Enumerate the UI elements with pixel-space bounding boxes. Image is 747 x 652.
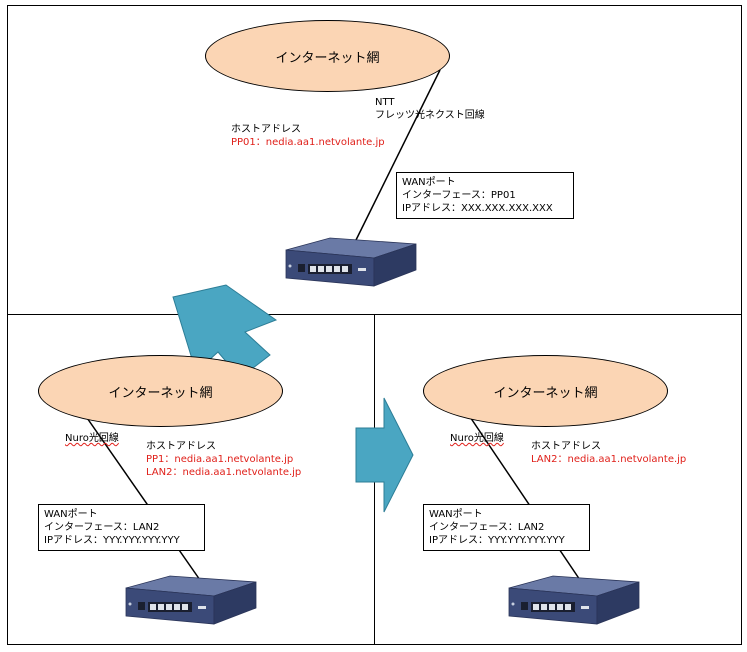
top-wan-box: WANポート インターフェース：PP01 IPアドレス：XXX.XXX.XXX.…	[396, 172, 574, 219]
top-line-carrier: NTT	[375, 97, 395, 108]
left-wan-interface: インターフェース：LAN2	[44, 522, 160, 533]
top-wan-title: WANポート	[402, 177, 456, 188]
right-wan-interface: インターフェース：LAN2	[429, 522, 545, 533]
left-host-address: ホストアドレス PP1：nedia.aa1.netvolante.jp LAN2…	[146, 440, 301, 479]
right-line-label: Nuro光回線	[450, 433, 504, 444]
right-host-address: ホストアドレス LAN2：nedia.aa1.netvolante.jp	[531, 440, 686, 466]
left-line-label: Nuro光回線	[65, 433, 119, 444]
left-wan-ip: IPアドレス：YYY.YYY.YYY.YYY	[44, 535, 180, 546]
right-wan-ip: IPアドレス：YYY.YYY.YYY.YYY	[429, 535, 565, 546]
router-icon	[285, 237, 417, 287]
top-host-address: ホストアドレス PP01：nedia.aa1.netvolante.jp	[231, 123, 385, 149]
top-wan-ip: IPアドレス：XXX.XXX.XXX.XXX	[402, 203, 553, 214]
router-icon	[125, 575, 257, 625]
right-wan-box: WANポート インターフェース：LAN2 IPアドレス：YYY.YYY.YYY.…	[423, 504, 590, 551]
top-internet-cloud: インターネット網	[205, 20, 450, 92]
right-host-title: ホストアドレス	[531, 441, 601, 452]
top-connection-line	[355, 69, 441, 241]
top-cloud-label: インターネット網	[275, 50, 380, 66]
top-line-service: フレッツ光ネクスト回線	[375, 110, 485, 121]
left-internet-cloud: インターネット網	[38, 355, 283, 427]
top-wan-interface: インターフェース：PP01	[402, 190, 516, 201]
right-internet-cloud: インターネット網	[423, 355, 668, 427]
arrow-right-icon	[355, 397, 414, 513]
right-wan-title: WANポート	[429, 509, 483, 520]
left-wan-title: WANポート	[44, 509, 98, 520]
left-host-addr-2: LAN2：nedia.aa1.netvolante.jp	[146, 467, 302, 478]
top-line-label: NTT フレッツ光ネクスト回線	[375, 96, 485, 122]
left-host-addr-1: PP1：nedia.aa1.netvolante.jp	[146, 454, 294, 465]
left-host-title: ホストアドレス	[146, 441, 216, 452]
right-host-addr-1: LAN2：nedia.aa1.netvolante.jp	[531, 454, 687, 465]
top-host-addr-1: PP01：nedia.aa1.netvolante.jp	[231, 137, 385, 148]
left-cloud-label: インターネット網	[108, 385, 213, 401]
router-icon	[508, 575, 640, 625]
left-wan-box: WANポート インターフェース：LAN2 IPアドレス：YYY.YYY.YYY.…	[38, 504, 205, 551]
top-host-title: ホストアドレス	[231, 124, 301, 135]
right-cloud-label: インターネット網	[493, 385, 598, 401]
